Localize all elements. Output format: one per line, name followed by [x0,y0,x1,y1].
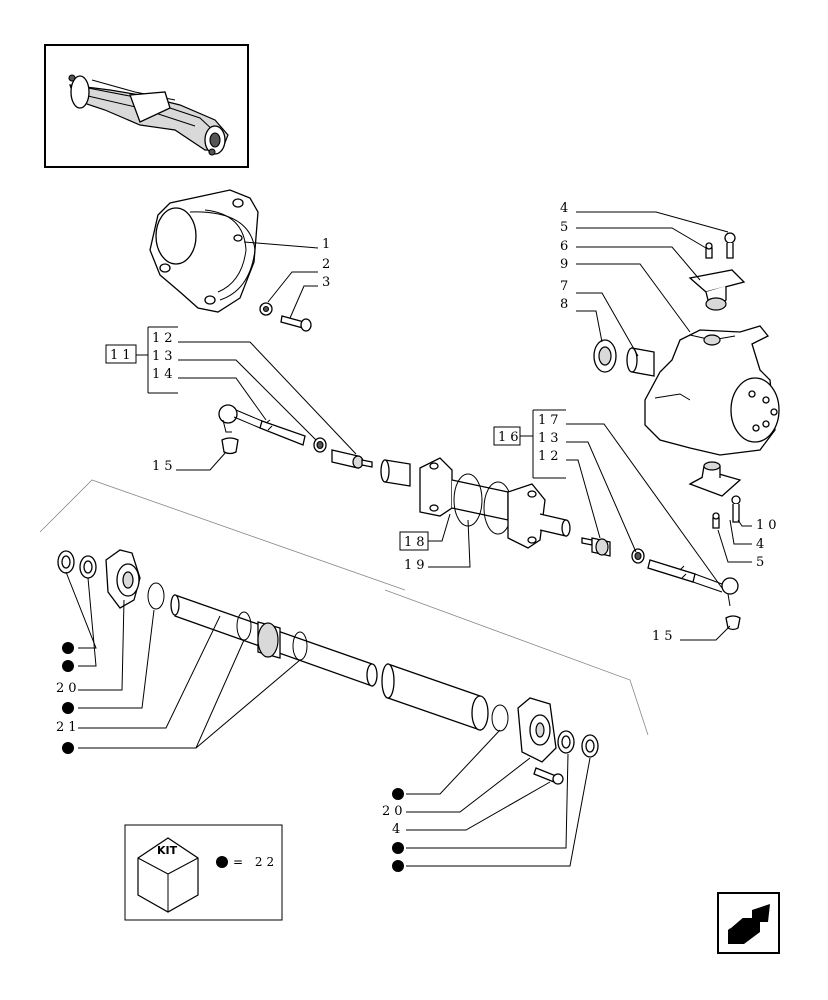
callout-16: 16 [498,430,523,445]
callout-18: 18 [404,535,429,550]
part-o-ring-21-left[interactable] [147,582,165,610]
leader-lines [65,211,752,867]
callout-4-right: 4 [756,537,768,552]
callout-20-left: 20 [56,681,81,696]
part-washer-right-2[interactable] [581,734,599,758]
part-tie-rod-left[interactable] [218,404,306,446]
callout-12-right: 12 [538,449,563,464]
kit-dot-icon [216,856,228,868]
part-bolt-4-top[interactable] [724,232,736,259]
callout-8: 8 [560,297,572,312]
part-washer-right-1[interactable] [557,730,575,754]
callout-6: 6 [560,239,572,254]
part-bolt-3[interactable] [280,315,312,332]
bullet-dot-icon [392,788,404,800]
callout-9: 9 [560,257,572,272]
callout-11: 11 [110,348,135,363]
bullet-dot-icon [62,660,74,672]
part-steering-knuckle[interactable] [644,325,780,456]
part-shaft-tube[interactable] [170,594,378,687]
callout-19: 19 [404,558,429,573]
callout-15-right: 15 [652,629,677,644]
cube-icon [137,837,199,913]
bullet-dots [62,642,404,872]
part-bearing-8[interactable] [593,339,617,373]
axle-overview-icon [68,74,229,156]
callout-labels: 1 2 3 11 12 13 14 15 4 5 6 9 7 8 10 4 5 … [56,201,781,837]
part-bushing-7[interactable] [626,347,655,377]
part-tie-rod-right[interactable] [647,559,739,607]
callout-1: 1 [322,237,334,252]
callout-3: 3 [322,275,334,290]
axle-thumbnail[interactable] [44,44,249,168]
part-bolt-10[interactable] [731,495,741,523]
callout-5-top: 5 [560,220,572,235]
part-ball-cap-15-left[interactable] [221,437,239,455]
callout-12-left: 12 [152,331,177,346]
callout-14: 14 [152,367,177,382]
arrow-navigation-icon[interactable] [717,892,780,954]
envelope-lines [39,479,649,736]
callout-2: 2 [322,257,334,272]
callout-10: 10 [756,518,781,533]
part-bolt-4-lower[interactable] [533,767,564,785]
part-sleeve-12-left[interactable] [331,449,373,469]
part-bracket-housing[interactable] [149,189,259,313]
part-flange-20-left[interactable] [105,549,141,609]
callout-4-top: 4 [560,201,572,216]
part-grease-nipple-5-top[interactable] [705,242,713,259]
part-nut-2[interactable] [259,302,273,316]
callout-20-right: 20 [382,804,407,819]
bullet-dot-icon [62,702,74,714]
part-washer-left-2[interactable] [79,555,97,579]
part-nut-13-right[interactable] [631,548,645,564]
callout-21: 21 [56,720,81,735]
part-o-ring-right[interactable] [491,704,509,732]
callout-7: 7 [560,279,572,294]
kit-label: KIT [157,844,178,857]
part-grease-nipple-5-lower[interactable] [712,512,720,529]
kit-legend: KIT = 22 [124,824,283,921]
bullet-dot-icon [392,860,404,872]
bullet-dot-icon [62,642,74,654]
part-ball-joint-lower[interactable] [688,461,742,497]
bullet-dot-icon [392,842,404,854]
kit-value: = 22 [233,855,278,869]
part-central-cylinder[interactable] [380,457,571,549]
callout-13-left: 13 [152,349,177,364]
callout-4-lower: 4 [392,822,404,837]
part-sleeve-12-right[interactable] [581,537,611,557]
part-flange-20-right[interactable] [517,697,557,763]
callout-17: 17 [538,413,563,428]
part-ball-joint-6[interactable] [688,269,746,311]
callout-5-right: 5 [756,555,768,570]
callout-15-left: 15 [152,459,177,474]
part-nut-13-left[interactable] [313,437,327,453]
callout-13-right: 13 [538,431,563,446]
box-callouts [105,344,521,551]
part-outer-sleeve[interactable] [381,663,489,731]
part-washer-left-1[interactable] [57,550,75,574]
bullet-dot-icon [62,742,74,754]
